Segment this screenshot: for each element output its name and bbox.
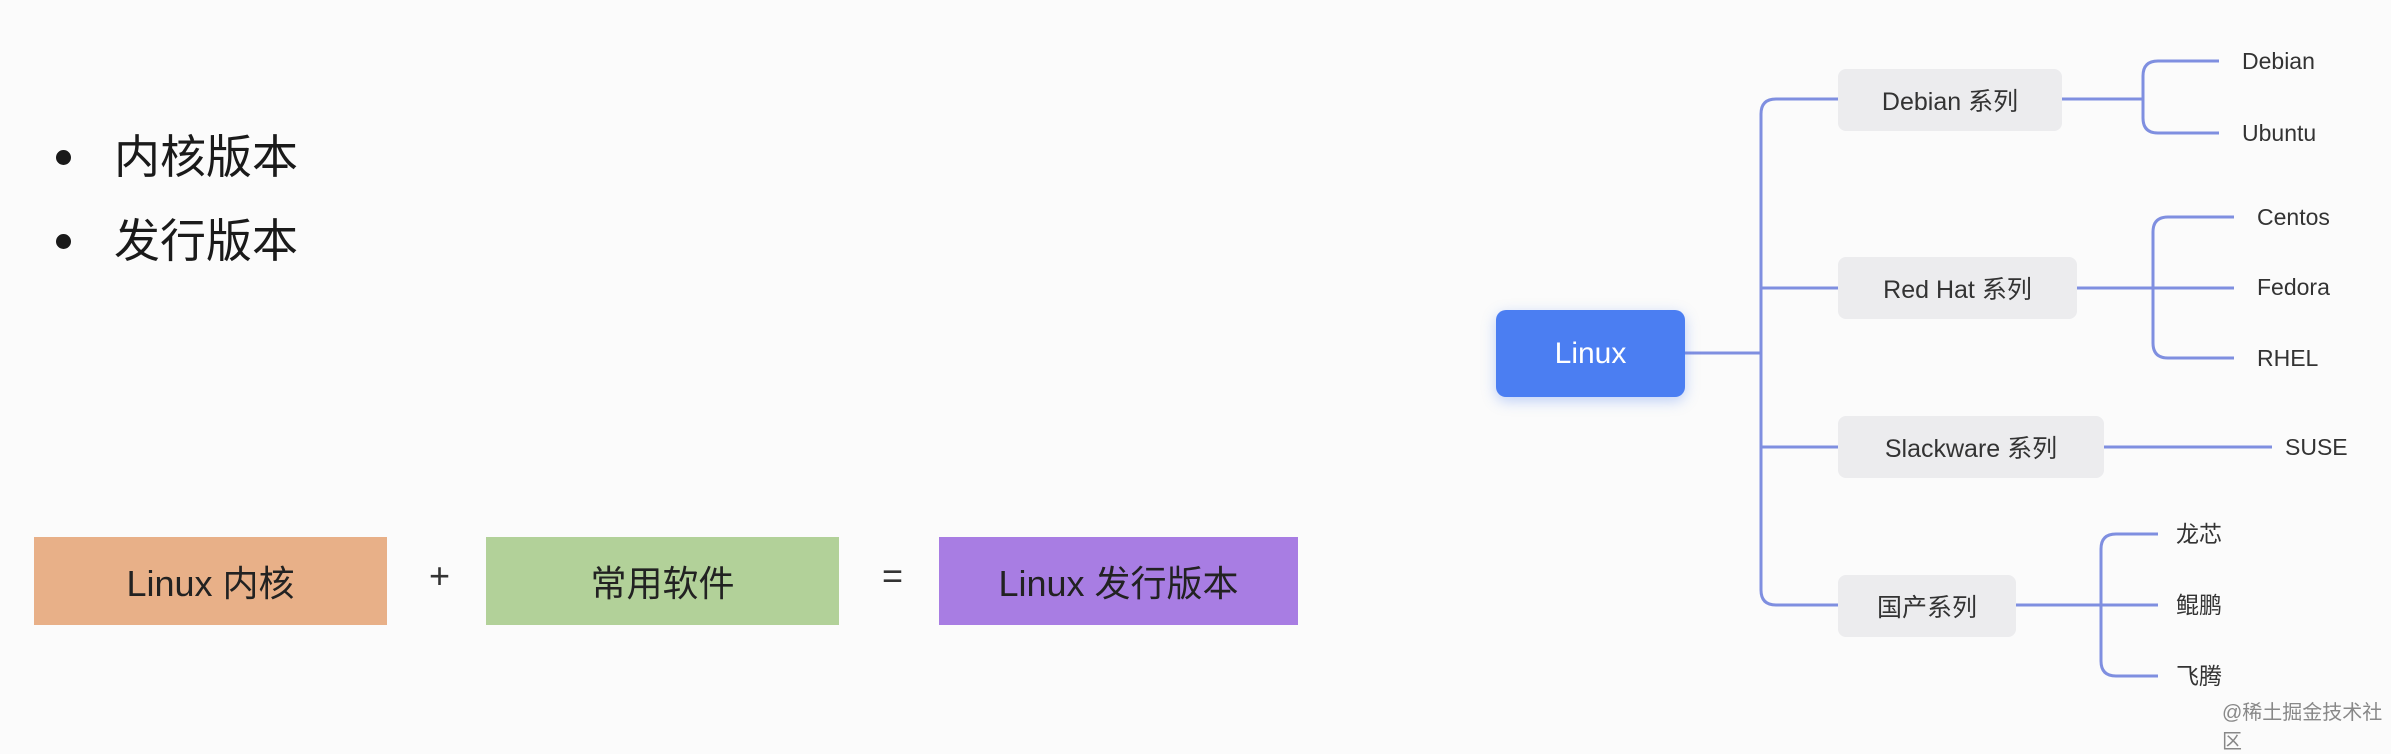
equals-sign: =	[882, 555, 904, 596]
leaf-fedora: Fedora	[2257, 274, 2330, 300]
watermark: @稀土掘金技术社区	[2222, 702, 2383, 753]
bullet-dot	[56, 150, 71, 165]
category-debian: Debian 系列	[1838, 69, 2062, 131]
leaf-phytium: 飞腾	[2176, 663, 2222, 689]
connector-debian-bracket	[2062, 59, 2219, 135]
category-domestic: 国产系列	[1838, 575, 2016, 637]
bullet-kernel-version: 内核版本	[114, 131, 298, 183]
bullet-dot	[56, 234, 71, 249]
connector-trunk	[1759, 97, 1838, 607]
connector-redhat-bracket	[2077, 215, 2234, 360]
category-redhat: Red Hat 系列	[1838, 257, 2077, 319]
connector-domestic-bracket	[2016, 532, 2158, 678]
leaf-debian: Debian	[2242, 48, 2315, 74]
kernel-box: Linux 内核	[34, 537, 387, 625]
distro-box: Linux 发行版本	[939, 537, 1298, 625]
plus-sign: +	[429, 555, 451, 596]
leaf-loongson: 龙芯	[2176, 521, 2222, 547]
leaf-rhel: RHEL	[2257, 345, 2319, 371]
leaf-centos: Centos	[2257, 204, 2330, 230]
category-slackware: Slackware 系列	[1838, 416, 2104, 478]
bullet-distro-version: 发行版本	[114, 215, 298, 267]
software-box: 常用软件	[486, 537, 839, 625]
mindmap-root-linux: Linux	[1496, 310, 1685, 397]
leaf-ubuntu: Ubuntu	[2242, 120, 2317, 146]
leaf-kunpeng: 鲲鹏	[2176, 592, 2222, 618]
mindmap-connectors	[1685, 59, 2272, 678]
leaf-suse: SUSE	[2285, 434, 2348, 460]
